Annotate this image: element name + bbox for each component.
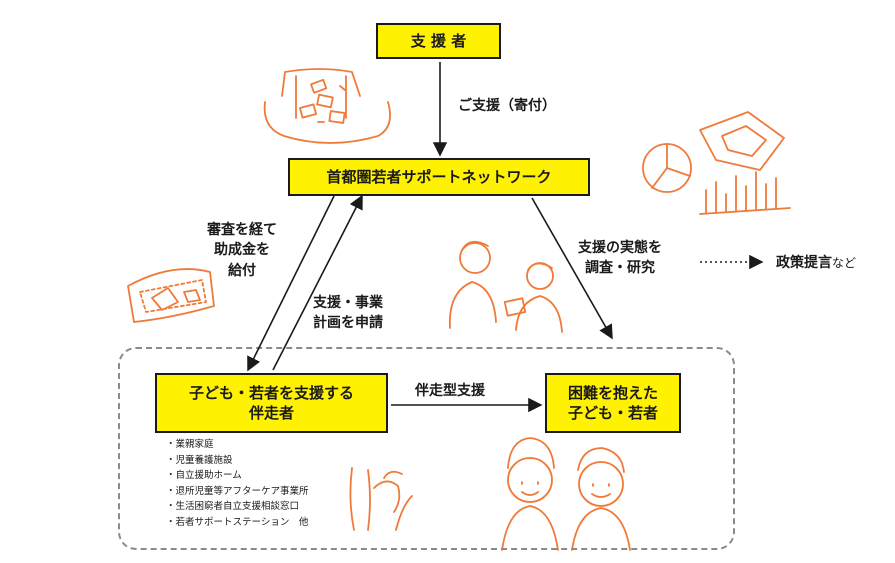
grant-label: 審査を経て 助成金を 給付 [207, 220, 277, 281]
research-arrow [531, 197, 613, 340]
list-item: 若者サポートステーション 他 [166, 515, 309, 531]
list-item: 退所児童等アフターケア事業所 [166, 484, 309, 500]
holding-hands-illustration [349, 467, 413, 531]
list-item: 自立援助ホーム [166, 468, 309, 484]
grant-label-line1: 審査を経て [207, 222, 277, 238]
youth-faces-illustration [501, 437, 631, 551]
policy-label: 政策提言など [776, 253, 856, 273]
apply-label: 支援・事業 計画を申請 [313, 293, 383, 334]
donation-label: ご支援（寄付） [458, 98, 556, 114]
research-label-line2: 調査・研究 [585, 260, 655, 277]
target-box: 困難を抱えた 子ども・若者 [545, 373, 681, 433]
companion-label-line1: 子ども・若者を支援する [188, 383, 354, 402]
donation-hands-illustration [263, 68, 391, 144]
policy-label-suffix: など [832, 256, 857, 270]
network-box: 首都圏若者サポートネットワーク [288, 158, 590, 196]
companion-examples-list: 業親家庭 児童養護施設 自立援助ホーム 退所児童等アフターケア事業所 生活困窮者… [166, 437, 309, 531]
list-item: 生活困窮者自立支援相談窓口 [166, 499, 309, 515]
grant-label-line3: 給付 [228, 262, 256, 279]
list-item: 業親家庭 [166, 437, 309, 453]
accompany-label: 伴走型支援 [415, 383, 485, 399]
target-label-line2: 子ども・若者 [567, 404, 658, 422]
companion-box: 子ども・若者を支援する 伴走者 [155, 373, 388, 433]
supporters-box: 支 援 者 [376, 23, 501, 59]
apply-arrow [272, 194, 363, 371]
research-label: 支援の実態を 調査・研究 [578, 238, 662, 279]
list-item: 児童養護施設 [166, 453, 309, 469]
money-envelope-illustration [127, 268, 215, 323]
network-label: 首都圏若者サポートネットワーク [326, 167, 552, 186]
research-label-line1: 支援の実態を [578, 240, 662, 256]
apply-label-line2: 計画を申請 [313, 315, 383, 332]
grant-arrow [247, 195, 335, 372]
supporters-label: 支 援 者 [410, 31, 467, 50]
policy-label-main: 政策提言 [776, 255, 832, 271]
target-label-line1: 困難を抱えた [567, 383, 658, 402]
apply-label-line1: 支援・事業 [313, 295, 383, 311]
consultation-people-illustration [449, 240, 563, 333]
companion-label-line2: 伴走者 [248, 404, 294, 422]
chart-illustration [642, 111, 791, 215]
beneficiary-region [118, 347, 735, 550]
grant-label-line2: 助成金を [214, 242, 270, 259]
